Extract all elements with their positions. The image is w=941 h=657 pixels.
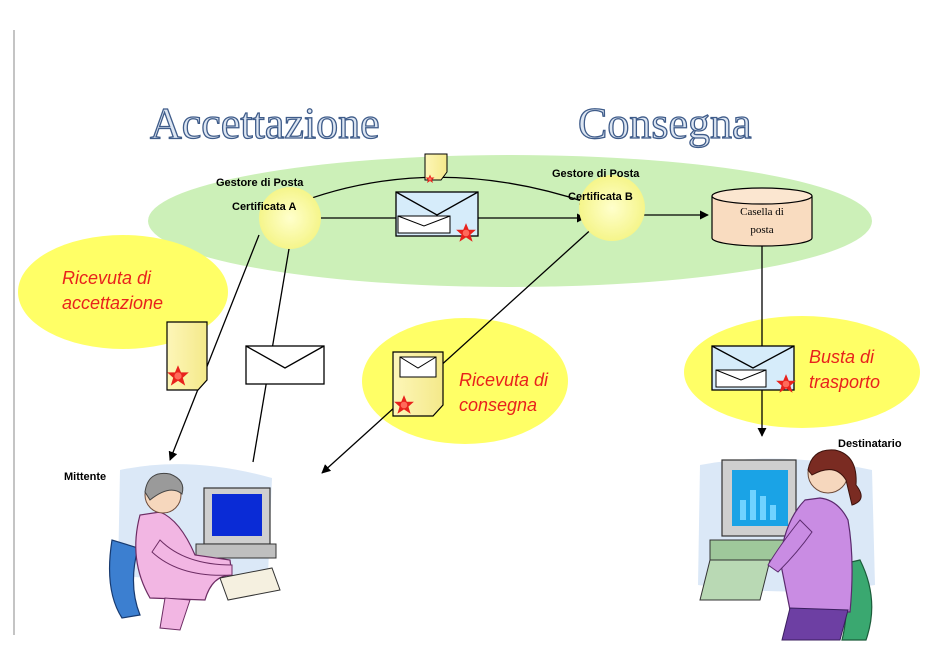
transport-envelope-label-line2: trasporto xyxy=(809,372,880,392)
delivery-receipt-label-line2: consegna xyxy=(459,395,537,415)
transport-envelope-label-line1: Busta di xyxy=(809,347,875,367)
mailbox-label-line2: posta xyxy=(750,224,773,236)
receipt-document-icon xyxy=(424,153,448,183)
provider-b-node xyxy=(579,175,645,241)
transport-envelope-icon xyxy=(711,345,796,393)
envelope-in-transit-icon xyxy=(395,191,479,242)
acceptance-receipt-callout xyxy=(18,235,228,349)
acceptance-receipt-label-line1: Ricevuta di xyxy=(62,268,152,288)
acceptance-receipt-label-line2: accettazione xyxy=(62,293,163,313)
sender-person-at-computer-illustration xyxy=(108,464,281,631)
provider-a-node xyxy=(259,187,321,249)
delivery-title: Consegna xyxy=(578,99,752,148)
mailbox-cylinder-icon xyxy=(711,187,813,247)
acceptance-title: Accettazione xyxy=(150,99,380,148)
recipient-label: Destinatario xyxy=(838,438,902,450)
sender-envelope-icon xyxy=(245,345,325,385)
arrow-b-to-sender xyxy=(321,224,597,474)
transport-envelope-callout xyxy=(684,316,920,428)
sender-label: Mittente xyxy=(64,471,106,483)
mailbox-label-line1: Casella di xyxy=(740,206,784,218)
certified-network-area xyxy=(148,155,872,287)
provider-b-label-line2: Certificata B xyxy=(568,191,633,203)
acceptance-receipt-document-icon xyxy=(166,321,208,391)
arrow-a-to-sender xyxy=(168,234,260,461)
recipient-person-at-computer-illustration xyxy=(698,449,875,641)
provider-a-label-line2: Certificata A xyxy=(232,201,296,213)
provider-a-label-line1: Gestore di Posta xyxy=(216,177,304,189)
delivery-receipt-label-line1: Ricevuta di xyxy=(459,370,549,390)
delivery-receipt-document-icon xyxy=(392,351,444,417)
provider-b-label-line1: Gestore di Posta xyxy=(552,168,640,180)
